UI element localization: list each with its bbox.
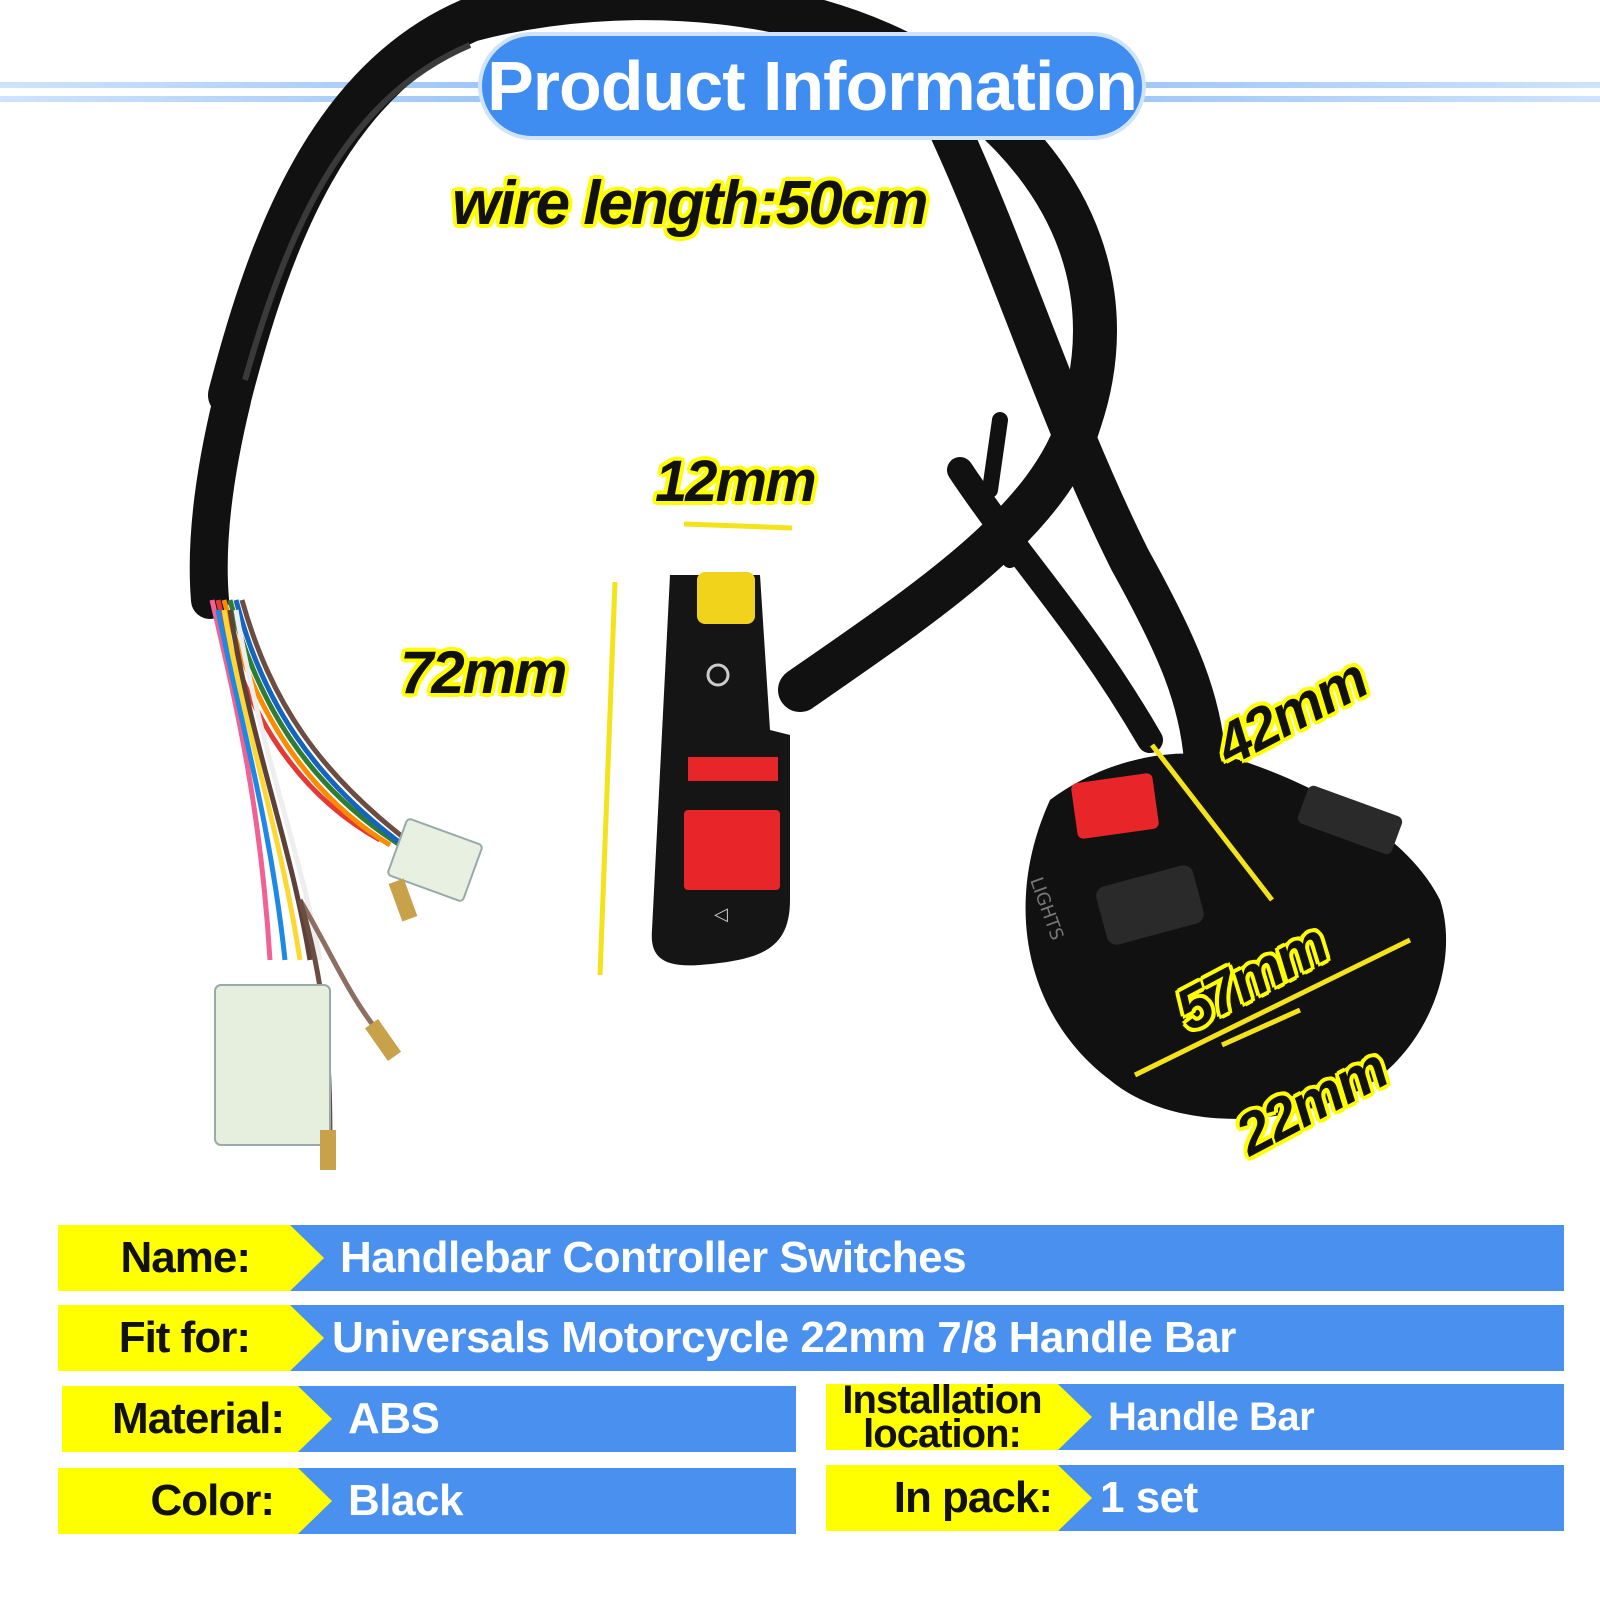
spec-row-install: Handle Bar Installation location: (826, 1378, 1564, 1456)
dim-line-12mm (683, 521, 793, 531)
page-title: Product Information (487, 47, 1138, 125)
right-switch: LIGHTS (1025, 753, 1447, 1119)
right-switch-cable (929, 109, 1226, 781)
spec-value-fit: Universals Motorcycle 22mm 7/8 Handle Ba… (290, 1305, 1564, 1371)
switch-height-label: 72mm (400, 639, 567, 706)
spec-label-color: Color: (58, 1468, 298, 1534)
terminal-3 (320, 1130, 336, 1170)
colored-wires (209, 599, 422, 1161)
start-button-red (1071, 773, 1159, 839)
title-pill: Product Information (482, 36, 1142, 136)
cable-stub-2 (957, 462, 1018, 568)
terminal-2 (364, 1019, 402, 1061)
spec-label-material: Material: (62, 1386, 298, 1452)
cable-stub (982, 412, 1008, 498)
horn-icon: ◁ (714, 904, 728, 925)
wire-length-label: wire length:50cm (452, 169, 928, 238)
spec-row-material: ABS Material: (62, 1386, 796, 1452)
spec-label-install: Installation location: (826, 1378, 1058, 1456)
spec-label-install-line2: location: (863, 1412, 1022, 1456)
spec-label-pack: In pack: (826, 1465, 1058, 1531)
dim-line-22mm (1220, 1007, 1302, 1048)
spec-arrow (298, 1468, 332, 1534)
spec-label-install-line1: Installation (842, 1378, 1042, 1422)
dim-line-42mm (1150, 743, 1274, 902)
spec-label-name: Name: (58, 1225, 290, 1291)
cable-sleeve (189, 381, 251, 619)
light-toggle (1297, 785, 1403, 855)
spec-arrow (290, 1305, 324, 1371)
spec-row-color: Black Color: (58, 1468, 796, 1534)
spec-row-name: Handlebar Controller Switches Name: (58, 1225, 1564, 1291)
spec-arrow (298, 1386, 332, 1452)
spec-arrow (290, 1225, 324, 1291)
connector-small (387, 818, 483, 902)
cable-highlight (242, 42, 472, 381)
spec-row-pack: 1 set In pack: (826, 1465, 1564, 1531)
button-width-label: 12mm (655, 449, 817, 514)
dim-line-72mm (597, 581, 618, 976)
spec-value-install: Handle Bar (1058, 1384, 1564, 1450)
spec-arrow (1058, 1384, 1092, 1450)
kill-button-yellow (697, 572, 755, 624)
turn-signal-toggle (1096, 865, 1204, 945)
left-switch: ◁ (651, 572, 790, 966)
spec-arrow (1058, 1465, 1092, 1531)
light-button-red (688, 757, 778, 781)
dim-line-57mm (1133, 937, 1412, 1078)
connector-large (214, 984, 331, 1146)
terminal-1 (388, 878, 418, 922)
spec-row-fit: Universals Motorcycle 22mm 7/8 Handle Ba… (58, 1305, 1564, 1371)
spec-value-pack: 1 set (1058, 1465, 1564, 1531)
spec-value-material: ABS (298, 1386, 796, 1452)
horn-button-red (684, 810, 780, 890)
engine-icon (706, 663, 730, 687)
spec-value-color: Black (298, 1468, 796, 1534)
spec-value-name: Handlebar Controller Switches (290, 1225, 1564, 1291)
spec-label-fit: Fit for: (58, 1305, 290, 1371)
